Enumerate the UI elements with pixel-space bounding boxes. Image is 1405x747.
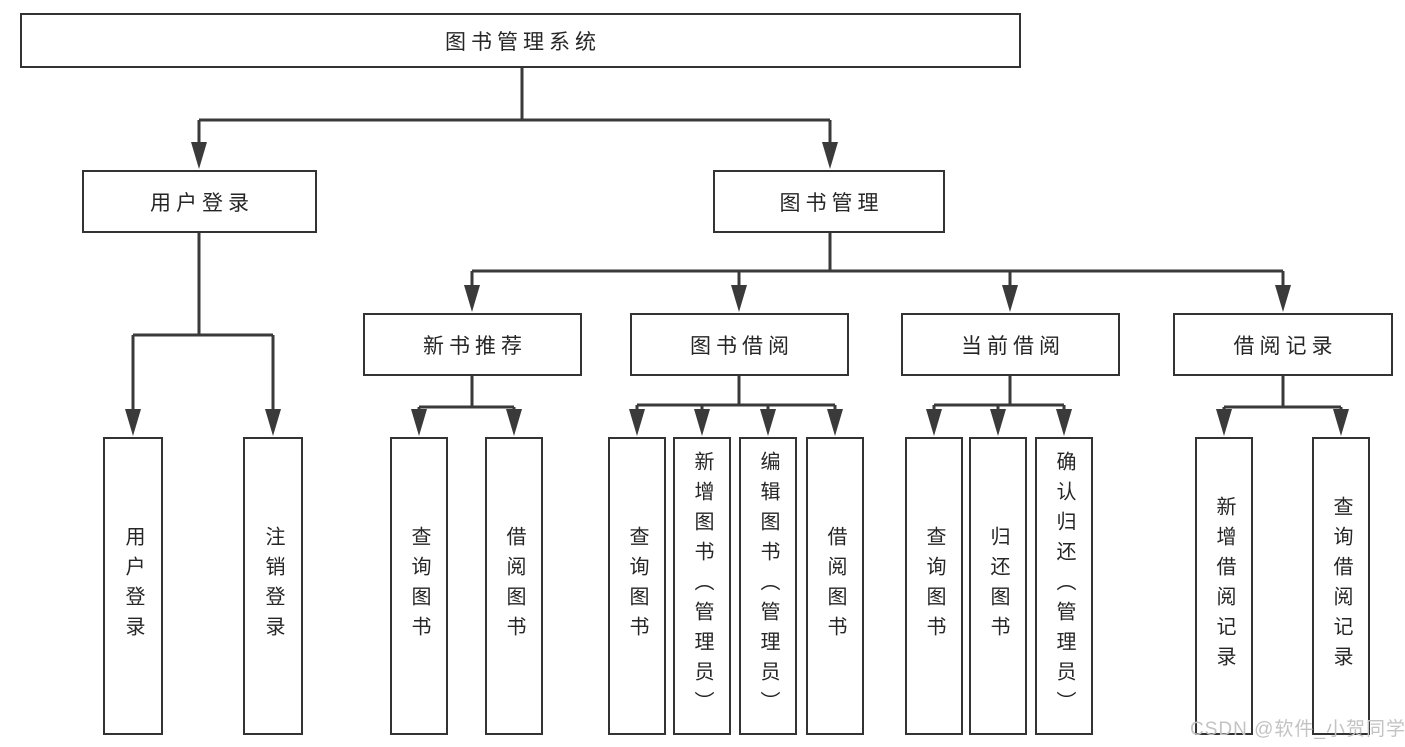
leaf-query-books-current: 查询图书 [905, 437, 963, 735]
node-new-book-recommend: 新书推荐 [363, 313, 582, 376]
leaf-label: 查询图书 [408, 526, 430, 646]
leaf-label: 借阅图书 [503, 526, 525, 646]
leaf-label: 确认归还（管理员） [1053, 451, 1075, 721]
leaf-label: 编辑图书（管理员） [757, 451, 779, 721]
leaf-add-borrow-record: 新增借阅记录 [1195, 437, 1253, 735]
leaf-label: 借阅图书 [824, 526, 846, 646]
leaf-user-login: 用户登录 [103, 437, 163, 735]
leaf-edit-books-admin: 编辑图书（管理员） [739, 437, 797, 735]
leaf-label: 查询图书 [923, 526, 945, 646]
leaf-query-borrow-record: 查询借阅记录 [1312, 437, 1370, 735]
leaf-label: 查询借阅记录 [1330, 496, 1352, 676]
leaf-label: 归还图书 [987, 526, 1009, 646]
leaf-logout: 注销登录 [243, 437, 303, 735]
leaf-confirm-return-admin: 确认归还（管理员） [1035, 437, 1093, 735]
leaf-return-books: 归还图书 [969, 437, 1027, 735]
node-library-system: 图书管理系统 [20, 13, 1021, 68]
leaf-label: 用户登录 [122, 526, 144, 646]
leaf-borrow-books-recommend: 借阅图书 [485, 437, 543, 735]
leaf-query-books-recommend: 查询图书 [390, 437, 448, 735]
node-borrowing-records: 借阅记录 [1173, 313, 1393, 376]
leaf-borrow-books: 借阅图书 [806, 437, 864, 735]
connector-lines [131, 67, 1343, 412]
leaf-query-books-borrowing: 查询图书 [608, 437, 666, 735]
csdn-watermark: CSDN @软件_小贺同学 [1190, 719, 1405, 740]
leaf-add-books-admin: 新增图书（管理员） [673, 437, 731, 735]
node-book-borrowing: 图书借阅 [630, 313, 849, 376]
node-book-management: 图书管理 [713, 170, 945, 233]
node-user-login: 用户登录 [82, 170, 317, 233]
node-current-borrowing: 当前借阅 [901, 313, 1120, 376]
leaf-label: 查询图书 [626, 526, 648, 646]
connector-arrowheads [125, 142, 1349, 436]
leaf-label: 新增图书（管理员） [691, 451, 713, 721]
leaf-label: 新增借阅记录 [1213, 496, 1235, 676]
leaf-label: 注销登录 [262, 526, 284, 646]
